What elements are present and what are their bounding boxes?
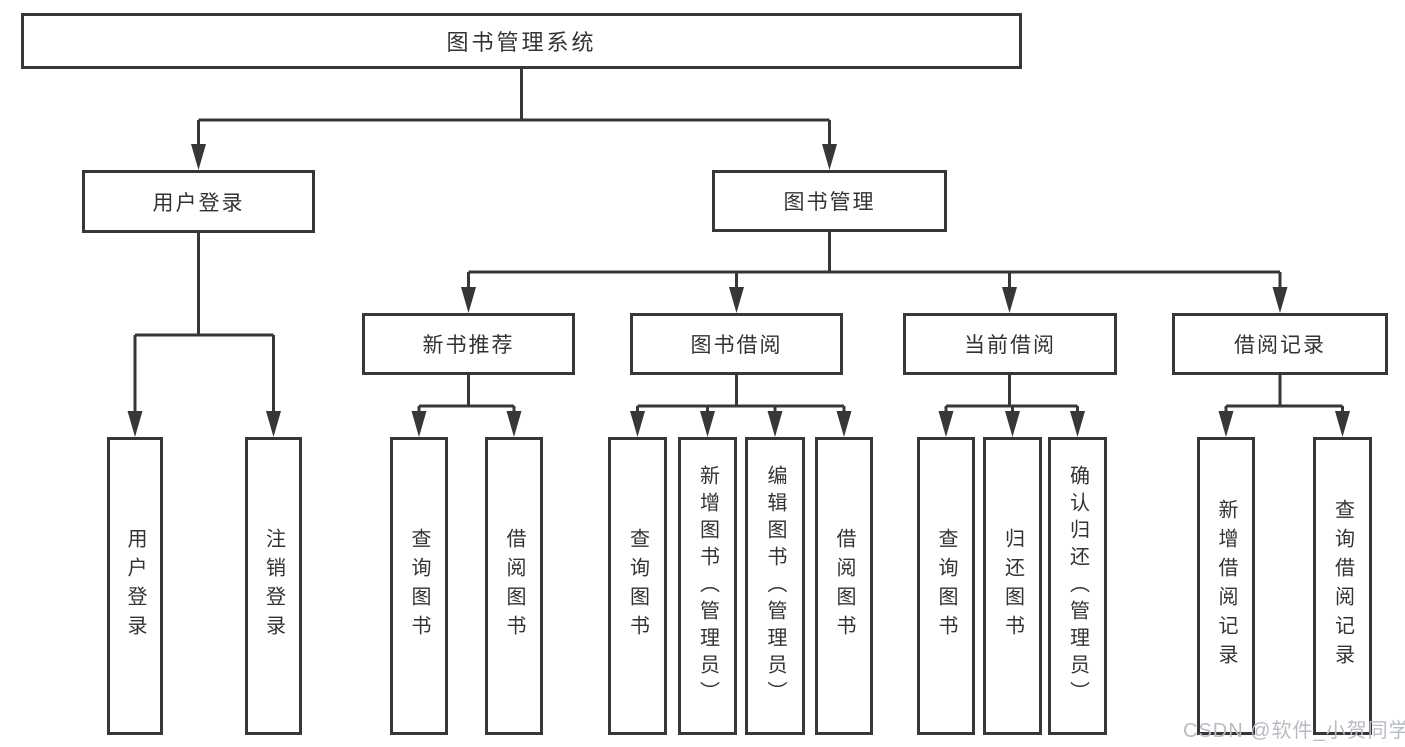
leaf-logout: 注销登录	[245, 437, 302, 735]
leaf-query-books-current: 查询图书	[917, 437, 975, 735]
leaf-borrow-books-borrow: 借阅图书	[815, 437, 873, 735]
arrowheads	[127, 144, 1350, 437]
arrow-down-icon	[938, 411, 954, 437]
leaf-return-books: 归还图书	[983, 437, 1042, 735]
arrow-down-icon	[411, 411, 427, 437]
leaf-confirm-return-admin: 确认归还（管理员）	[1048, 437, 1107, 735]
node-book-management: 图书管理	[712, 170, 947, 232]
leaf-query-borrow-record: 查询借阅记录	[1313, 437, 1372, 735]
arrow-down-icon	[729, 287, 744, 313]
arrow-down-icon	[836, 411, 852, 437]
arrow-down-icon	[127, 411, 143, 437]
leaf-query-books-recommend: 查询图书	[390, 437, 448, 735]
arrow-down-icon	[506, 411, 522, 437]
arrow-down-icon	[1218, 411, 1234, 437]
node-borrow-records: 借阅记录	[1172, 313, 1388, 375]
node-current-borrow: 当前借阅	[903, 313, 1117, 375]
node-user-login: 用户登录	[82, 170, 315, 233]
arrow-down-icon	[1070, 411, 1085, 437]
leaf-add-borrow-record: 新增借阅记录	[1197, 437, 1255, 735]
arrow-down-icon	[1335, 411, 1350, 437]
arrow-down-icon	[822, 144, 837, 170]
leaf-user-login: 用户登录	[107, 437, 163, 735]
arrow-down-icon	[1272, 287, 1288, 313]
arrow-down-icon	[461, 287, 476, 313]
arrow-down-icon	[767, 411, 783, 437]
arrow-down-icon	[630, 411, 645, 437]
node-new-book-recommend: 新书推荐	[362, 313, 575, 375]
arrow-down-icon	[1002, 287, 1017, 313]
arrow-down-icon	[700, 411, 715, 437]
leaf-edit-books-admin: 编辑图书（管理员）	[745, 437, 805, 735]
csdn-watermark: CSDN @软件_小贺同学	[1183, 720, 1405, 742]
connector-lines	[133, 69, 1344, 414]
leaf-borrow-books-recommend: 借阅图书	[485, 437, 543, 735]
leaf-add-books-admin: 新增图书（管理员）	[678, 437, 737, 735]
leaf-query-books-borrow: 查询图书	[608, 437, 667, 735]
arrow-down-icon	[191, 144, 206, 170]
arrow-down-icon	[266, 411, 281, 437]
node-library-management-system: 图书管理系统	[21, 13, 1022, 69]
arrow-down-icon	[1005, 411, 1020, 437]
node-book-borrow: 图书借阅	[630, 313, 843, 375]
